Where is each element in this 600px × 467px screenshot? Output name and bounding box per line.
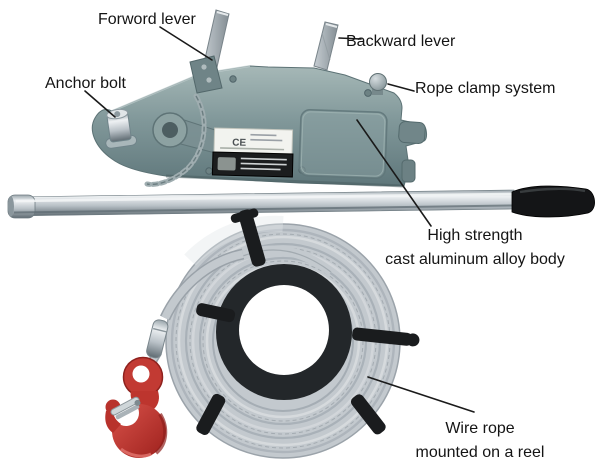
backward-lever: [313, 21, 339, 71]
label-body-line2: cast aluminum alloy body: [385, 251, 565, 268]
leader-rope-clamp: [387, 83, 415, 92]
label-body: High strength cast aluminum alloy body: [355, 224, 595, 272]
handle-grip: [511, 185, 595, 218]
leader-backward-lever: [338, 37, 362, 40]
wire-rope-coil: [165, 208, 420, 459]
reel-hub-hole: [239, 285, 329, 375]
leader-lines: [84, 26, 475, 413]
ce-mark: CE: [232, 137, 247, 148]
reel-clip-right: [352, 327, 420, 347]
forward-lever-socket: [189, 55, 223, 94]
label-wire-rope-line2: mounted on a reel: [415, 444, 545, 461]
nameplate: CE: [211, 127, 294, 178]
pivot-hole: [162, 122, 178, 138]
label-rope-clamp: Rope clamp system: [415, 80, 556, 97]
leader-anchor-bolt: [84, 90, 116, 118]
body-panel: [298, 109, 388, 179]
leader-wire-rope: [367, 376, 475, 413]
rope-sleeve: [146, 319, 169, 359]
safety-latch: [110, 396, 141, 420]
label-wire-rope-line1: Wire rope: [445, 420, 515, 437]
label-wire-rope: Wire rope mounted on a reel: [360, 417, 600, 465]
label-anchor-bolt: Anchor bolt: [45, 75, 126, 92]
anchor-bolt: [105, 93, 207, 187]
label-backward-lever: Backward lever: [346, 33, 456, 50]
leader-body: [356, 119, 432, 227]
lifting-hook: [105, 356, 168, 458]
anchor-chain: [144, 93, 207, 187]
reel-clips: [196, 208, 420, 435]
handle-bar: [7, 185, 595, 219]
right-boss: [398, 121, 426, 183]
rope-clamp-knob: [369, 73, 387, 95]
label-forward-lever: Forword lever: [98, 11, 196, 28]
leader-forward-lever: [159, 26, 213, 61]
label-body-line1: High strength: [427, 227, 523, 244]
